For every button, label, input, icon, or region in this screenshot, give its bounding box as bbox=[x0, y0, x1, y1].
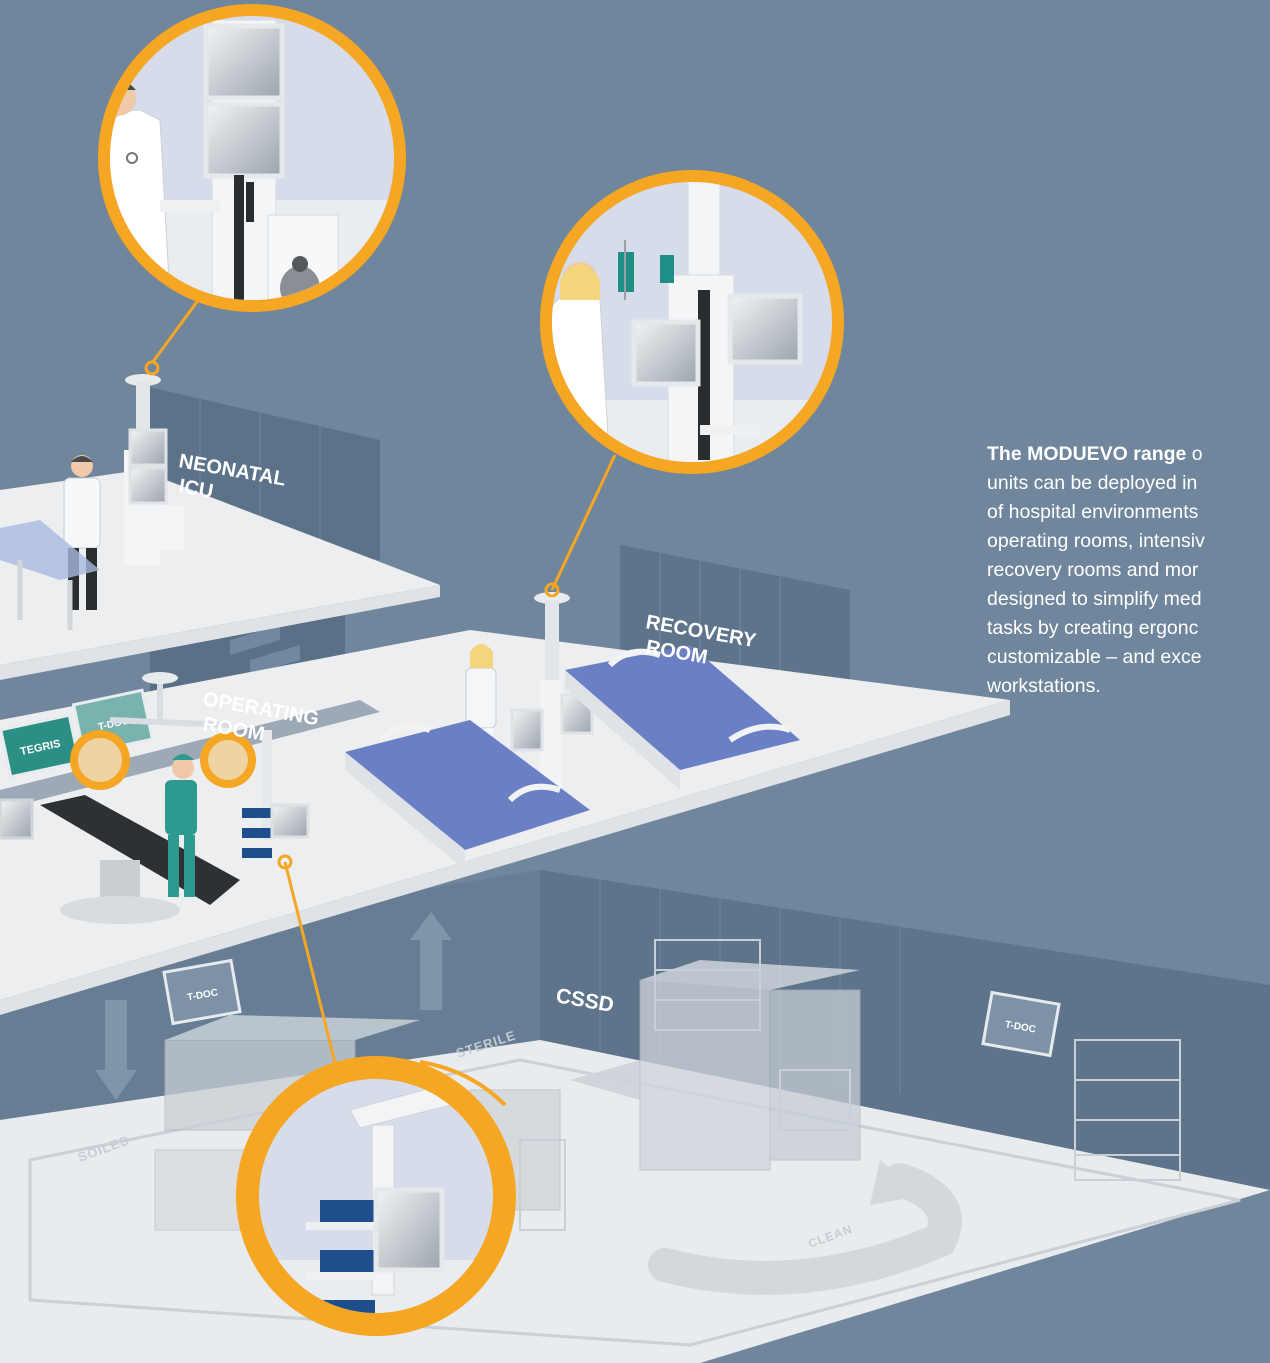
intro-line: tasks by creating ergonc bbox=[987, 617, 1199, 639]
middle-floor: TEGRIS T-DOC bbox=[0, 545, 1010, 1015]
intro-line: recovery rooms and mor bbox=[987, 559, 1199, 581]
surgical-lamps bbox=[70, 672, 256, 790]
top-floor: NEONATAL ICU bbox=[0, 374, 440, 680]
zoom-circle-neonatal bbox=[98, 4, 406, 312]
intro-text: The MODUEVO range o units can be deploye… bbox=[987, 440, 1270, 701]
icu-pendant bbox=[124, 374, 184, 565]
up-arrow-icon bbox=[410, 912, 452, 1010]
tdoc-sign-cssd-left: T-DOC bbox=[162, 958, 242, 1026]
down-arrow-icon bbox=[95, 1000, 137, 1100]
tdoc-label: T-DOC bbox=[186, 987, 219, 1003]
intro-line: of hospital environments bbox=[987, 501, 1199, 523]
intro-line: customizable – and exce bbox=[987, 646, 1202, 668]
intro-line: operating rooms, intensiv bbox=[987, 530, 1205, 552]
zoom-circle-operating bbox=[236, 1056, 516, 1336]
incubator bbox=[0, 520, 100, 630]
doctor-figure bbox=[63, 455, 101, 610]
tdoc-label: T-DOC bbox=[1004, 1019, 1037, 1035]
zoom-circle-recovery bbox=[540, 170, 844, 474]
intro-line: units can be deployed in bbox=[987, 472, 1198, 494]
tdoc-sign-cssd-right: T-DOC bbox=[981, 990, 1061, 1058]
equipment-trolley bbox=[242, 730, 310, 858]
surgeon-figure bbox=[165, 754, 197, 897]
intro-bold: The MODUEVO range bbox=[987, 443, 1187, 465]
intro-line: workstations. bbox=[987, 675, 1101, 697]
tegris-sign: TEGRIS bbox=[0, 713, 82, 779]
recovery-beds bbox=[345, 645, 800, 870]
callout-lines bbox=[150, 294, 617, 1076]
intro-first-rest: o bbox=[1186, 443, 1203, 465]
intro-line: designed to simplify med bbox=[987, 588, 1202, 610]
